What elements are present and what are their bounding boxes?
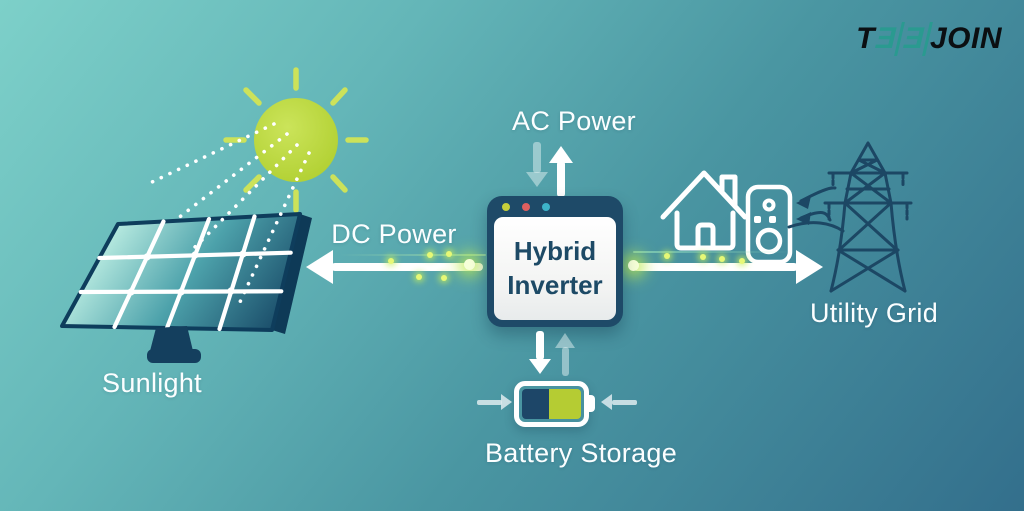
grid-glow-dot [700,254,706,260]
brand-logo: TƎƎJOIN [856,22,1002,56]
grid-power-arrow [633,250,823,284]
logo-glyph-e2: Ǝ [900,22,933,56]
dc-glow-dot [464,259,475,270]
grid-glow-streak [633,251,793,253]
power-line-arrowheads [796,196,811,225]
inverter-dot-red [522,203,530,211]
inverter-title-line2: Inverter [507,269,603,300]
dc-glow-streak [340,254,486,256]
battery-inflow-right-arrow [612,400,637,405]
battery-charge-arrowhead [529,359,551,374]
house-icon [660,170,748,251]
dc-glow-dot [427,252,433,258]
inverter-status-dots [502,203,550,211]
battery-discharge-arrow [562,347,569,376]
ac-up-arrow [557,161,565,197]
dc-glow-dot [388,258,394,264]
ac-power-label: AC Power [512,106,636,136]
inverter-dot-yellow [502,203,510,211]
transmission-tower-icon [823,141,913,293]
battery-charge-arrow [536,331,544,360]
dc-glow-dot [441,275,447,281]
solar-panel-icon [60,212,312,363]
battery-discharge-arrowhead [555,333,575,348]
grid-glow-dot [664,253,670,259]
inverter-dot-cyan [542,203,550,211]
grid-glow-dot [628,260,639,271]
sunlight-label: Sunlight [102,368,202,398]
battery-inflow-right-arrowhead [601,394,612,410]
battery-storage-label: Battery Storage [484,438,678,468]
logo-letter-t: T [856,22,875,55]
battery-depleted-segment [522,389,550,419]
logo-glyph-e1: Ǝ [872,22,905,56]
battery-charge-level [522,389,581,419]
battery-inflow-left-arrow [477,400,502,405]
dc-power-arrow [306,250,483,284]
power-lines [787,186,845,233]
dc-glow-dot [416,274,422,280]
utility-grid-label: Utility Grid [809,298,939,328]
dc-power-label: DC Power [331,219,457,249]
sunlight-rays [148,122,311,304]
dc-glow-dot [446,251,452,257]
ac-down-arrow [533,142,541,173]
ac-up-arrowhead [549,146,573,163]
grid-glow-dot [739,258,745,264]
ac-down-arrowhead [526,172,548,187]
battery-charged-segment [549,389,581,419]
inverter-title-line1: Hybrid [513,235,597,266]
inverter-screen: Hybrid Inverter [494,217,616,320]
sun-icon [223,67,369,213]
battery-inflow-left-arrowhead [501,394,512,410]
grid-glow-dot [719,256,725,262]
logo-word-join: JOIN [929,22,1002,55]
hybrid-inverter-box: Hybrid Inverter [487,196,623,327]
battery-icon [514,381,595,427]
